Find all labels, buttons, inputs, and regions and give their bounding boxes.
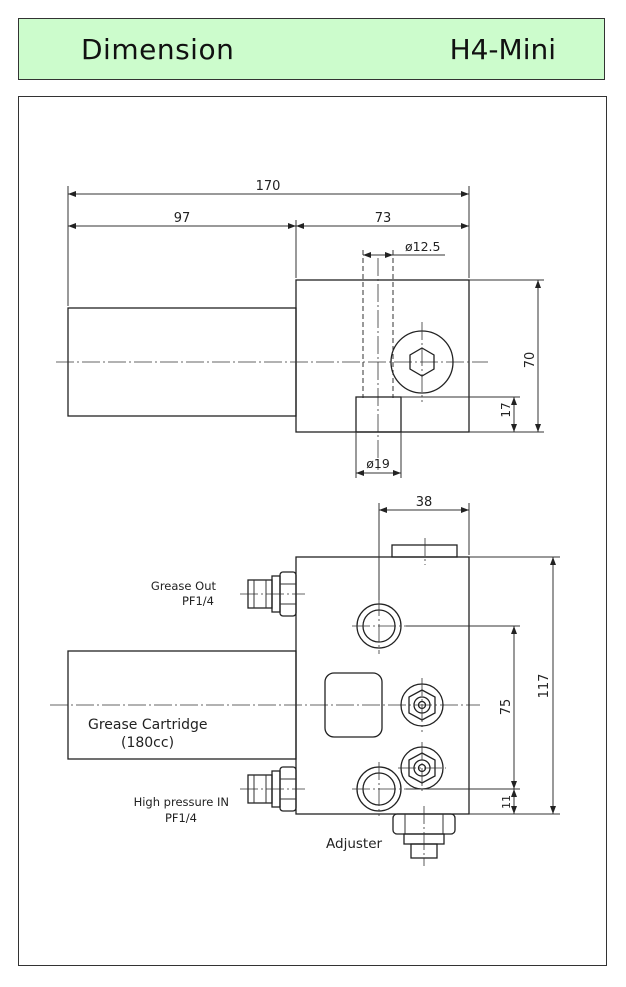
- label-grease-out: Grease Out: [151, 579, 217, 593]
- top-body-block: [295, 279, 470, 433]
- drawing-frame: [18, 96, 607, 966]
- dim-text-12-5: ø12.5: [405, 239, 440, 254]
- header-bar: Dimension H4-Mini: [18, 18, 605, 80]
- adjuster: [392, 806, 456, 866]
- dim-text-38: 38: [416, 495, 433, 510]
- label-cartridge: Grease Cartridge: [88, 717, 207, 733]
- dim-text-97: 97: [174, 211, 191, 226]
- dim-text-19: ø19: [366, 456, 390, 471]
- dim-text-75: 75: [499, 699, 514, 716]
- dim-text-117: 117: [537, 674, 552, 699]
- dim-text-70: 70: [523, 352, 538, 369]
- label-high-pressure-thread: PF1/4: [165, 811, 197, 825]
- dim-text-73: 73: [375, 211, 392, 226]
- front-view: 38 117 75 11 Grease Out PF1/4 Grease Car…: [50, 495, 560, 866]
- front-body-block: [295, 556, 470, 815]
- top-view: 170 97 73 ø12.5 70 17 ø19: [56, 179, 544, 478]
- front-window: [324, 672, 383, 738]
- label-grease-out-thread: PF1/4: [182, 594, 214, 608]
- front-top-tab: [391, 544, 458, 558]
- bore-large-lower: [355, 396, 402, 433]
- label-adjuster: Adjuster: [326, 836, 383, 852]
- page-title: Dimension: [81, 33, 235, 66]
- dim-text-17: 17: [499, 402, 513, 417]
- dim-text-170: 170: [256, 179, 281, 194]
- model-name: H4-Mini: [449, 33, 556, 66]
- label-cartridge-volume: (180cc): [121, 735, 174, 751]
- label-high-pressure-in: High pressure IN: [134, 795, 229, 809]
- dim-text-11: 11: [500, 795, 513, 809]
